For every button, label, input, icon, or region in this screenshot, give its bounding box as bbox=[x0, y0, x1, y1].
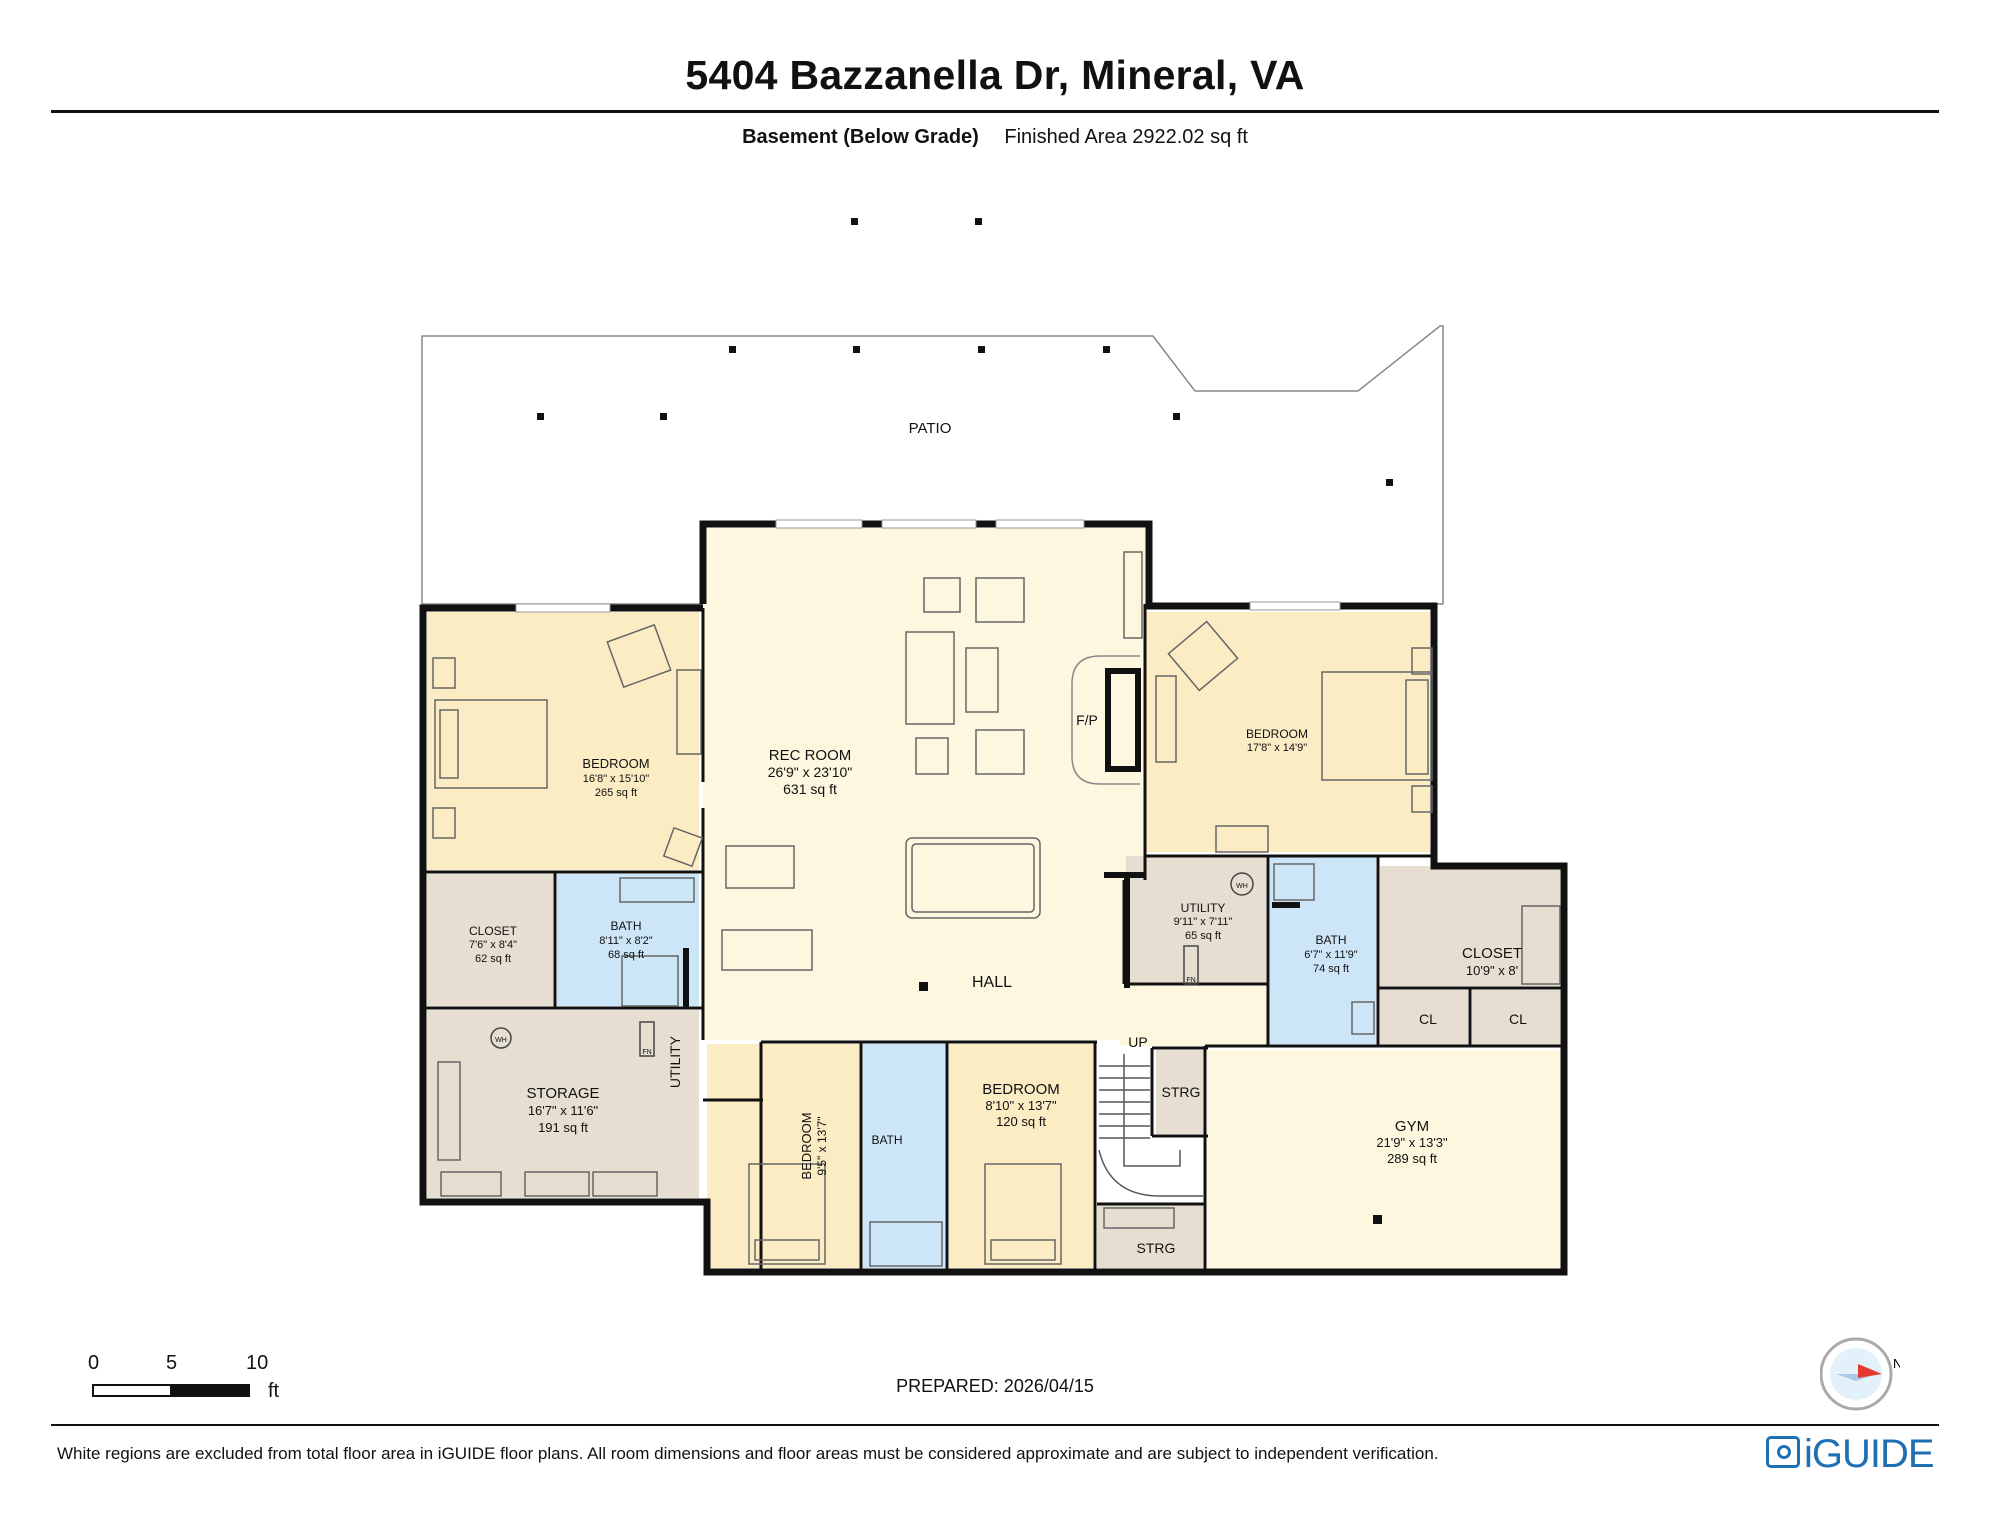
windows bbox=[515, 519, 1341, 613]
bath-west-fill bbox=[557, 874, 699, 1006]
bedroom-south1-fill bbox=[707, 1044, 859, 1268]
bath-west-dims: 8'11" x 8'2" bbox=[599, 935, 652, 947]
rec-room-name: REC ROOM bbox=[769, 747, 852, 764]
bedroom-east-dims: 17'8" x 14'9" bbox=[1247, 742, 1307, 754]
gym-fill bbox=[1207, 1050, 1560, 1268]
closet-east-fill bbox=[1380, 866, 1560, 986]
bath-south-fill bbox=[863, 1044, 945, 1268]
bath-west-area: 68 sq ft bbox=[608, 949, 644, 961]
strg-upper-label: STRG bbox=[1162, 1084, 1201, 1100]
patio-posts bbox=[537, 218, 1393, 486]
bath-east-area: 74 sq ft bbox=[1313, 963, 1349, 975]
strg-lower-fill bbox=[1097, 1204, 1203, 1268]
bath-east-dims: 6'7" x 11'9" bbox=[1304, 949, 1357, 961]
bedroom-south2-dims: 8'10" x 13'7" bbox=[985, 1098, 1057, 1113]
bedroom-west-dims: 16'8" x 15'10" bbox=[583, 773, 650, 785]
scale-mark-10: 10 bbox=[246, 1352, 269, 1374]
exterior-walls bbox=[419, 520, 1568, 1276]
fireplace-label: F/P bbox=[1076, 712, 1098, 728]
bedroom-south2-name: BEDROOM bbox=[982, 1081, 1060, 1098]
hall-label: HALL bbox=[972, 974, 1012, 991]
wh-label-storage: WH bbox=[495, 1037, 507, 1044]
hall-fill bbox=[1120, 986, 1270, 1046]
utility-west-label: UTILITY bbox=[667, 1035, 683, 1088]
camera-icon bbox=[1766, 1436, 1800, 1468]
gym-area: 289 sq ft bbox=[1387, 1151, 1437, 1166]
floor-subtitle: Basement (Below Grade) Finished Area 292… bbox=[0, 126, 1990, 149]
utility-east-dims: 9'11" x 7'11" bbox=[1174, 916, 1233, 928]
utility-east-name: UTILITY bbox=[1181, 901, 1226, 915]
bedroom-west-fill bbox=[427, 612, 699, 870]
fn-label-storage: FN bbox=[642, 1049, 651, 1056]
closet-west-name: CLOSET bbox=[469, 924, 518, 938]
finished-area: Finished Area 2922.02 sq ft bbox=[1004, 126, 1248, 148]
stair-treads bbox=[1098, 1054, 1203, 1197]
fn-label-utility: FN bbox=[1186, 977, 1195, 984]
bedroom-south1-name: BEDROOM bbox=[799, 1112, 814, 1179]
north-compass: N bbox=[1820, 1337, 1900, 1411]
cl-1-label: CL bbox=[1419, 1011, 1437, 1027]
closet-east-dims: 10'9" x 8' bbox=[1466, 963, 1518, 978]
scale-mark-0: 0 bbox=[88, 1352, 100, 1374]
bath-west-name: BATH bbox=[610, 919, 641, 933]
prepared-date: PREPARED: 2026/04/15 bbox=[896, 1376, 1094, 1396]
bath-east-fill bbox=[1270, 856, 1376, 1044]
fireplace-hearth bbox=[1071, 655, 1140, 785]
storage-dims: 16'7" x 11'6" bbox=[528, 1103, 599, 1118]
scale-segment-dark bbox=[170, 1384, 250, 1397]
closet-west-dims: 7'6" x 8'4" bbox=[469, 939, 517, 951]
bath-south-name: BATH bbox=[871, 1133, 902, 1147]
footer-divider bbox=[51, 1424, 1939, 1426]
logo-text: iGUIDE bbox=[1804, 1432, 1935, 1476]
appliance-symbols bbox=[490, 872, 1254, 1057]
patio-label: PATIO bbox=[909, 420, 952, 437]
utility-east-area: 65 sq ft bbox=[1185, 930, 1221, 942]
strg-lower-label: STRG bbox=[1137, 1240, 1176, 1256]
closet-west-area: 62 sq ft bbox=[475, 953, 511, 965]
page-title: 5404 Bazzanella Dr, Mineral, VA bbox=[685, 52, 1305, 98]
bedroom-west-area: 265 sq ft bbox=[595, 787, 637, 799]
bedroom-east-name: BEDROOM bbox=[1246, 727, 1308, 741]
storage-name: STORAGE bbox=[526, 1085, 599, 1102]
bedroom-south2-fill bbox=[949, 1044, 1093, 1268]
thick-walls bbox=[683, 668, 1300, 1008]
scale-bar: 0 5 10 ft bbox=[88, 1352, 308, 1408]
bedroom-east-fill bbox=[1146, 612, 1430, 852]
disclaimer: White regions are excluded from total fl… bbox=[57, 1444, 1439, 1463]
header-divider bbox=[51, 110, 1939, 113]
north-label: N bbox=[1893, 1356, 1900, 1371]
point-markers bbox=[919, 982, 1382, 1224]
cl-2-label: CL bbox=[1509, 1011, 1527, 1027]
floor-level: Basement (Below Grade) bbox=[742, 126, 979, 148]
rec-room-fill bbox=[703, 528, 1145, 1040]
cl-1-fill bbox=[1380, 990, 1468, 1046]
closet-west-fill bbox=[427, 874, 553, 1006]
scale-unit: ft bbox=[268, 1380, 280, 1402]
wh-label-utility: WH bbox=[1236, 883, 1248, 890]
bath-east-name: BATH bbox=[1315, 933, 1346, 947]
room-labels: PATIO BEDROOM 16'8" x 15'10" 265 sq ft R… bbox=[469, 420, 1527, 1256]
scale-mark-5: 5 bbox=[166, 1352, 178, 1374]
bedroom-south1-dims: 9'5" x 13'7" bbox=[815, 1116, 829, 1175]
gym-dims: 21'9" x 13'3" bbox=[1376, 1135, 1448, 1150]
rec-room-area: 631 sq ft bbox=[783, 781, 837, 797]
storage-area: 191 sq ft bbox=[538, 1120, 588, 1135]
strg-upper-fill bbox=[1156, 1050, 1206, 1134]
furniture bbox=[432, 551, 1561, 1267]
gym-name: GYM bbox=[1395, 1118, 1429, 1135]
bedroom-west-name: BEDROOM bbox=[582, 756, 649, 771]
closet-east-name: CLOSET bbox=[1462, 945, 1522, 962]
utility-east-fill bbox=[1126, 856, 1266, 984]
cl-2-fill bbox=[1472, 990, 1560, 1046]
iguide-logo: iGUIDE bbox=[1766, 1432, 1935, 1477]
bedroom-south2-area: 120 sq ft bbox=[996, 1114, 1046, 1129]
rec-room-dims: 26'9" x 23'10" bbox=[768, 764, 853, 780]
stairs-label: UP bbox=[1128, 1034, 1147, 1050]
